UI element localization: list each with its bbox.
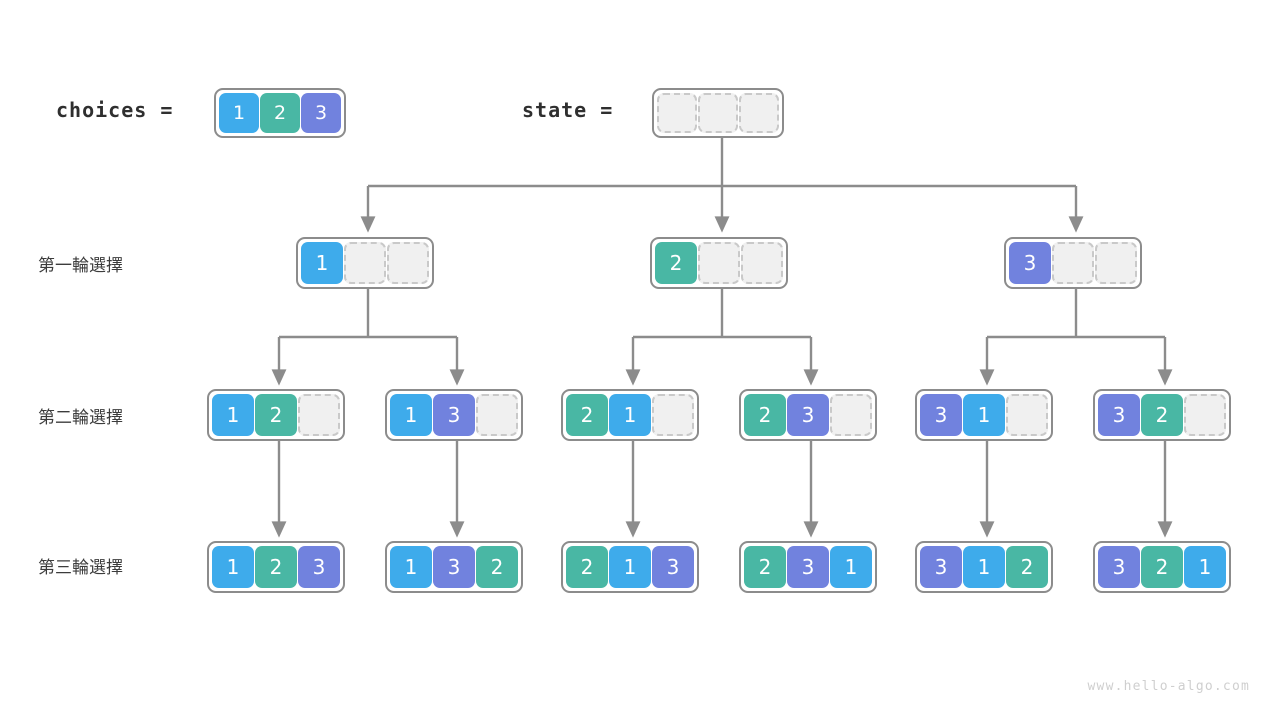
- level3-node5-cell-1: 3: [920, 546, 962, 588]
- level2-node6-cell-1: 3: [1098, 394, 1140, 436]
- level3-node4-cell-2: 3: [787, 546, 829, 588]
- level3-node2-cell-1: 1: [390, 546, 432, 588]
- state-array: [652, 88, 784, 138]
- level2-node5-cell-1: 3: [920, 394, 962, 436]
- choices-cell-1: 1: [219, 93, 259, 133]
- tree-node-level1-1: 1: [296, 237, 434, 289]
- level1-node3-cell-1: 3: [1009, 242, 1051, 284]
- state-empty-cell-3: [739, 93, 779, 133]
- level2-node4-cell-1: 2: [744, 394, 786, 436]
- level3-node6-cell-1: 3: [1098, 546, 1140, 588]
- choices-cell-3: 3: [301, 93, 341, 133]
- level2-node3-cell-1: 2: [566, 394, 608, 436]
- level2-node3-cell-2: 1: [609, 394, 651, 436]
- level2-node1-cell-1: 1: [212, 394, 254, 436]
- level3-node1-cell-1: 1: [212, 546, 254, 588]
- level3-node1-cell-2: 2: [255, 546, 297, 588]
- choices-label: choices =: [56, 98, 174, 122]
- level3-node5-cell-2: 1: [963, 546, 1005, 588]
- level1-node1-empty-cell-3: [387, 242, 429, 284]
- level2-node2-cell-2: 3: [433, 394, 475, 436]
- level1-node2-cell-1: 2: [655, 242, 697, 284]
- level1-node3-empty-cell-2: [1052, 242, 1094, 284]
- level1-node3-empty-cell-3: [1095, 242, 1137, 284]
- level2-node3-empty-cell-3: [652, 394, 694, 436]
- choices-cell-2: 2: [260, 93, 300, 133]
- level3-node2-cell-3: 2: [476, 546, 518, 588]
- row-label-round1: 第一輪選擇: [38, 256, 123, 276]
- level2-node4-empty-cell-3: [830, 394, 872, 436]
- level3-node5-cell-3: 2: [1006, 546, 1048, 588]
- watermark: www.hello-algo.com: [1087, 679, 1250, 694]
- level2-node6-empty-cell-3: [1184, 394, 1226, 436]
- level3-node4-cell-3: 1: [830, 546, 872, 588]
- row-label-round3: 第三輪選擇: [38, 558, 123, 578]
- level1-node2-empty-cell-2: [698, 242, 740, 284]
- level2-node6-cell-2: 2: [1141, 394, 1183, 436]
- level2-node2-cell-1: 1: [390, 394, 432, 436]
- level2-node4-cell-2: 3: [787, 394, 829, 436]
- row-label-round2: 第二輪選擇: [38, 408, 123, 428]
- state-label: state =: [522, 98, 614, 122]
- level3-node4-cell-1: 2: [744, 546, 786, 588]
- level2-node5-empty-cell-3: [1006, 394, 1048, 436]
- level3-node6-cell-2: 2: [1141, 546, 1183, 588]
- level3-node3-cell-1: 2: [566, 546, 608, 588]
- level2-node5-cell-2: 1: [963, 394, 1005, 436]
- level2-node1-empty-cell-3: [298, 394, 340, 436]
- tree-node-level1-2: 2: [650, 237, 788, 289]
- level3-node1-cell-3: 3: [298, 546, 340, 588]
- level1-node1-empty-cell-2: [344, 242, 386, 284]
- state-empty-cell-2: [698, 93, 738, 133]
- level1-node1-cell-1: 1: [301, 242, 343, 284]
- level1-node2-empty-cell-3: [741, 242, 783, 284]
- tree-node-level1-3: 3: [1004, 237, 1142, 289]
- level2-node2-empty-cell-3: [476, 394, 518, 436]
- level3-node2-cell-2: 3: [433, 546, 475, 588]
- level3-node3-cell-3: 3: [652, 546, 694, 588]
- level3-node3-cell-2: 1: [609, 546, 651, 588]
- level3-node6-cell-3: 1: [1184, 546, 1226, 588]
- state-empty-cell-1: [657, 93, 697, 133]
- level2-node1-cell-2: 2: [255, 394, 297, 436]
